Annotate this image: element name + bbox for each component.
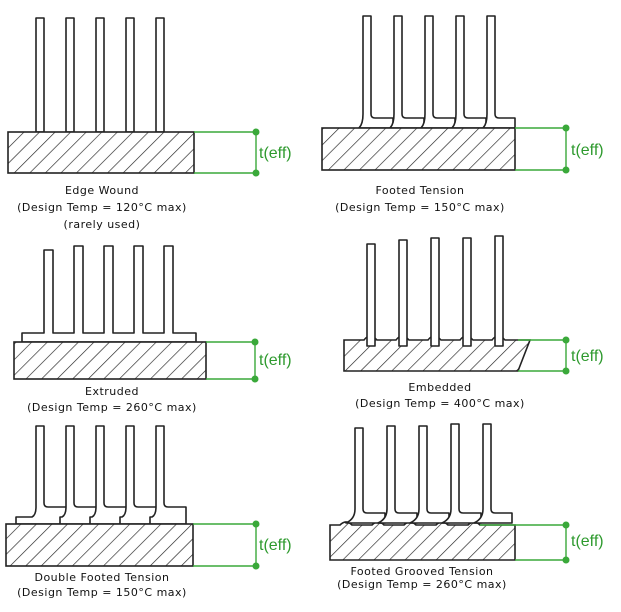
teff-dimension: t(eff)	[206, 338, 292, 383]
caption-design-temp: (Design Temp = 150°C max)	[335, 201, 505, 214]
panel-embedded: t(eff) Embedded (Design Temp = 400°C max…	[343, 235, 604, 410]
teff-dimension: t(eff)	[193, 520, 292, 570]
caption-title: Embedded	[408, 381, 471, 394]
fins	[366, 235, 504, 347]
teff-dimension: t(eff)	[518, 336, 604, 375]
teff-dimension: t(eff)	[194, 128, 292, 177]
caption-design-temp: (Design Temp = 260°C max)	[337, 578, 507, 591]
caption-design-temp: (Design Temp = 400°C max)	[355, 397, 525, 410]
caption-design-temp: (Design Temp = 260°C max)	[27, 401, 197, 414]
caption-note: (rarely used)	[64, 218, 141, 231]
caption-title: Edge Wound	[65, 184, 139, 197]
base-plate	[5, 523, 194, 567]
teff-label: t(eff)	[571, 533, 604, 550]
fins	[358, 15, 516, 129]
base-plate	[329, 521, 516, 561]
caption-title: Double Footed Tension	[34, 571, 169, 584]
panel-double-footed-tension: t(eff) Double Footed Tension (Design Tem…	[5, 425, 292, 599]
base-plate	[321, 127, 516, 171]
teff-label: t(eff)	[259, 145, 292, 162]
caption-title: Footed Grooved Tension	[350, 565, 493, 578]
fins	[21, 245, 197, 343]
teff-label: t(eff)	[259, 537, 292, 554]
caption-title: Extruded	[85, 385, 139, 398]
teff-label: t(eff)	[571, 348, 604, 365]
teff-dimension: t(eff)	[515, 124, 604, 174]
caption-title: Footed Tension	[375, 184, 464, 197]
base-plate	[13, 341, 207, 380]
panel-footed-grooved-tension: t(eff) Footed Grooved Tension (Design Te…	[329, 423, 604, 591]
panel-edge-wound: t(eff) Edge Wound (Design Temp = 120°C m…	[7, 17, 292, 231]
fins	[15, 425, 187, 525]
fins	[35, 17, 165, 133]
panel-footed-tension: t(eff) Footed Tension (Design Temp = 150…	[321, 15, 604, 214]
teff-label: t(eff)	[571, 142, 604, 159]
teff-label: t(eff)	[259, 352, 292, 369]
base-plate	[7, 131, 195, 174]
panel-extruded: t(eff) Extruded (Design Temp = 260°C max…	[13, 245, 292, 414]
teff-dimension: t(eff)	[480, 521, 604, 564]
caption-design-temp: (Design Temp = 120°C max)	[17, 201, 187, 214]
fins	[345, 423, 513, 524]
caption-design-temp: (Design Temp = 150°C max)	[17, 586, 187, 599]
